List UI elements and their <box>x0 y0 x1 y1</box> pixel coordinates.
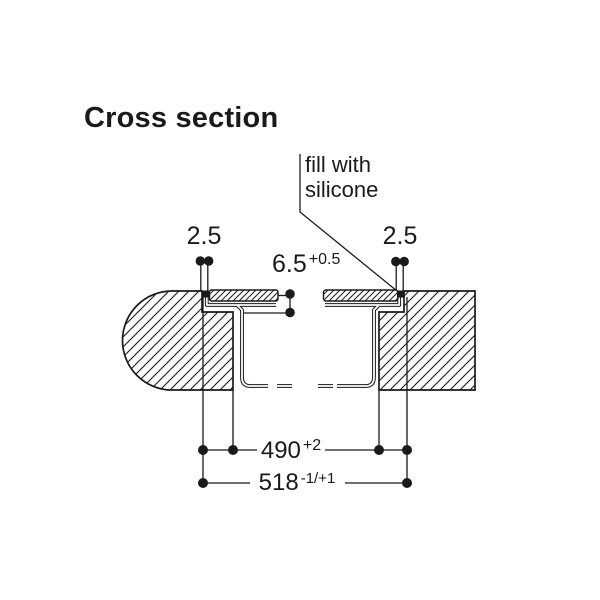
dim-joint-right <box>391 256 409 291</box>
dim-overall-width-line <box>198 478 412 488</box>
silicone-joint-left <box>202 290 209 298</box>
dim-joint-right-label: 2.5 <box>382 222 418 250</box>
silicone-annotation-line1: fill with <box>305 152 372 177</box>
dim-recess-depth <box>243 289 295 318</box>
silicone-leader-line <box>299 154 398 292</box>
dim-recess-depth-value: 6.5 <box>272 250 307 278</box>
cooktop-glass-right <box>322 289 399 302</box>
dim-joint-left <box>195 256 214 291</box>
cooktop-tray-profile <box>204 297 402 388</box>
dim-overall-width-tolerance: -1/+1 <box>300 470 336 487</box>
dim-joint-left-label: 2.5 <box>186 222 222 250</box>
countertop-right-section <box>378 290 476 391</box>
dim-overall-width-value: 518 <box>258 469 299 496</box>
dim-cutout-width-line <box>198 445 412 455</box>
dim-cutout-width-tolerance: +2 <box>302 437 322 454</box>
cooktop-glass-left <box>208 289 279 302</box>
dim-recess-depth-tolerance: +0.5 <box>308 251 341 268</box>
dim-recess-depth-label: 6.5+0.5 <box>272 250 340 279</box>
page-title: Cross section <box>84 102 279 134</box>
silicone-annotation: fill with silicone <box>305 152 378 202</box>
dim-overall-width-label: 518-1/+1 <box>247 469 347 497</box>
dim-cutout-width-value: 490 <box>260 437 301 464</box>
silicone-joint-right <box>397 290 404 298</box>
silicone-annotation-line2: silicone <box>305 177 379 202</box>
dim-cutout-width-label: 490+2 <box>241 437 341 465</box>
countertop-left-section <box>121 290 234 391</box>
